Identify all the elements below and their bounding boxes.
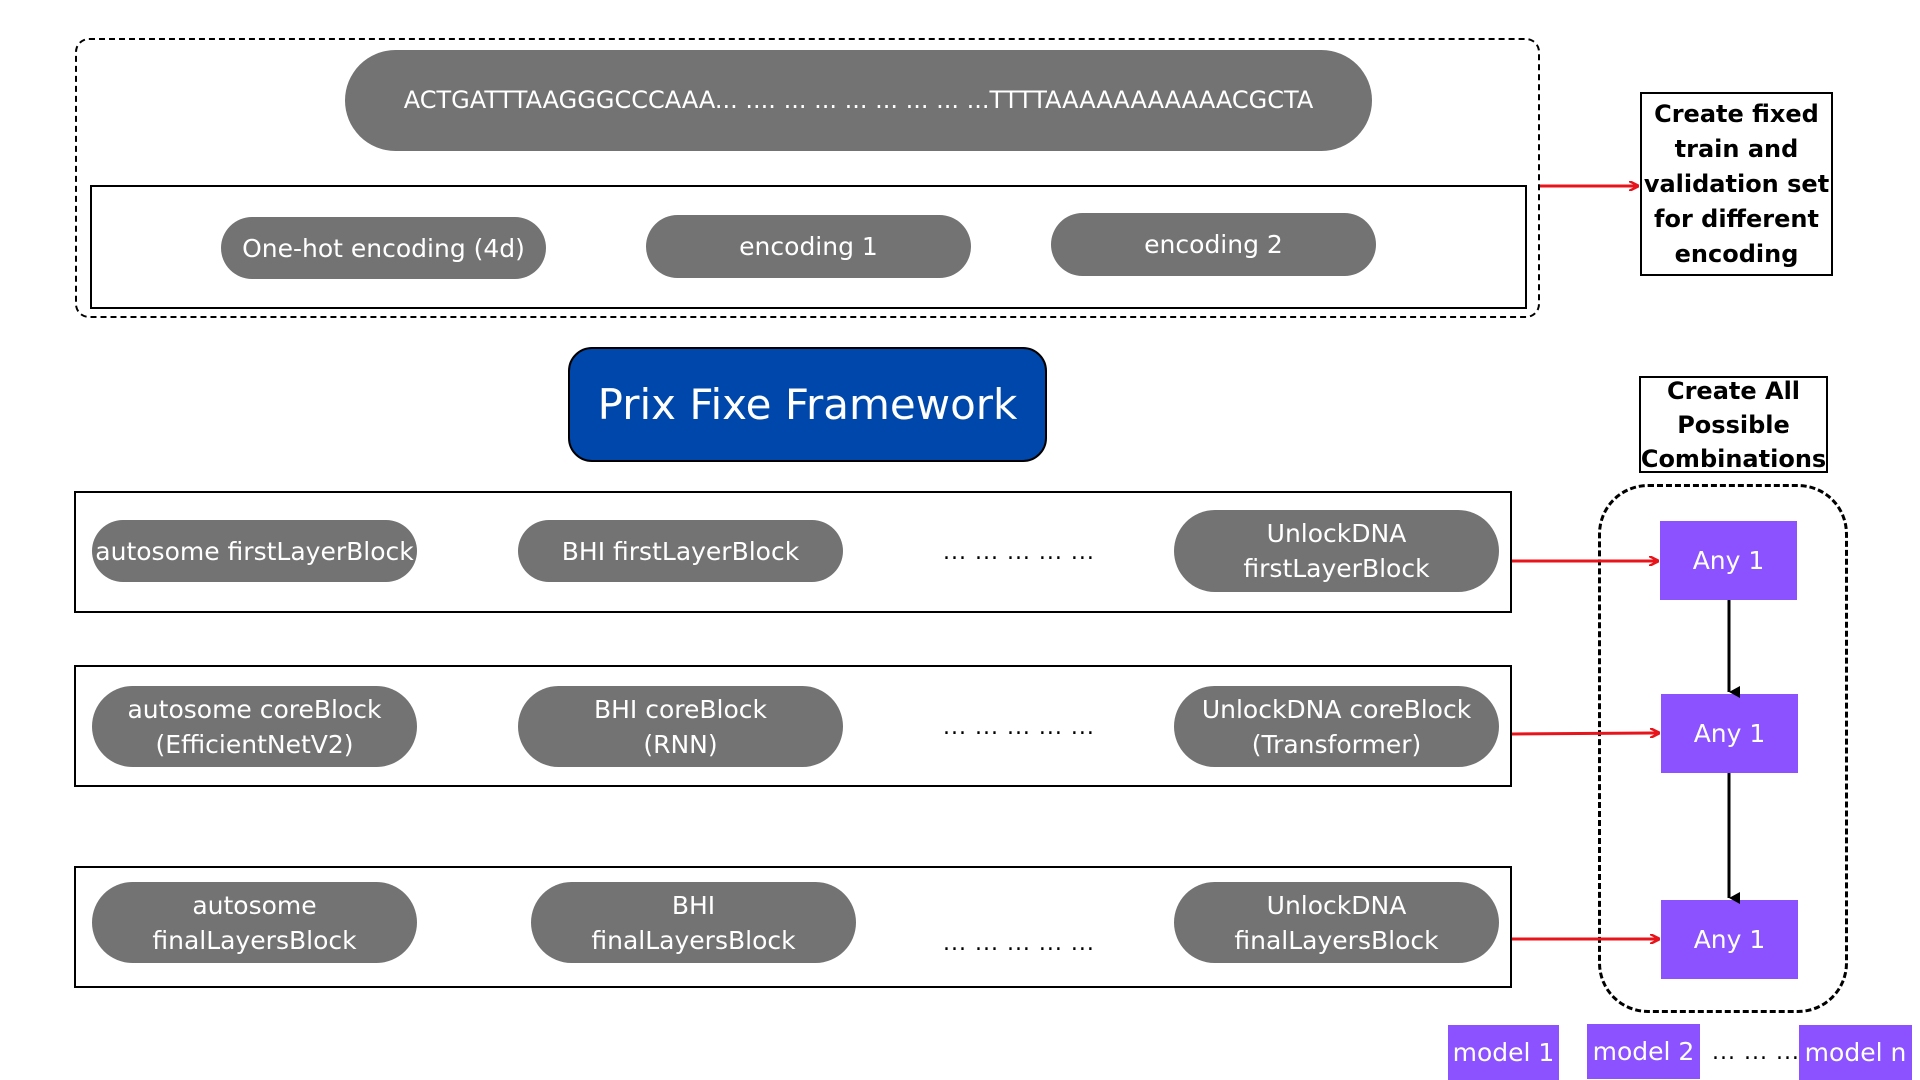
any-final-layers: Any 1 [1661,900,1798,979]
bhi-final-layers-block: BHI finalLayersBlock [531,882,856,963]
core-block-ellipsis: ... ... ... ... ... [943,715,1095,740]
encoding-one-hot: One-hot encoding (4d) [221,217,546,279]
framework-title: Prix Fixe Framework [568,347,1047,462]
models-ellipsis: ... ... ... [1712,1040,1800,1065]
note-fixed-train-validation: Create fixed train and validation set fo… [1640,92,1833,276]
first-layer-ellipsis: ... ... ... ... ... [943,540,1095,565]
combination-group [1598,484,1848,1013]
autosome-core-block: autosome coreBlock (EfficientNetV2) [92,686,417,767]
encoding-box [90,185,1527,309]
encoding-2: encoding 2 [1051,213,1376,276]
note-all-combinations: Create All Possible Combinations [1639,376,1828,473]
bhi-core-block: BHI coreBlock (RNN) [518,686,843,767]
unlockdna-core-block: UnlockDNA coreBlock (Transformer) [1174,686,1499,767]
encoding-1: encoding 1 [646,215,971,278]
any-first-layer: Any 1 [1660,521,1797,600]
arrow-core-block [1511,733,1659,734]
core-block-row [74,665,1512,787]
model-n: model n [1799,1025,1912,1080]
final-layers-row [74,866,1512,988]
model-1: model 1 [1448,1025,1559,1080]
any-core-block: Any 1 [1661,694,1798,773]
sequence-pill: ACTGATTTAAGGGCCCAAA... .... ... ... ... … [345,50,1372,151]
bhi-first-layer-block: BHI firstLayerBlock [518,520,843,582]
first-layer-row [74,491,1512,613]
model-2: model 2 [1587,1024,1700,1079]
autosome-final-layers-block: autosome finalLayersBlock [92,882,417,963]
unlockdna-first-layer-block: UnlockDNA firstLayerBlock [1174,510,1499,592]
autosome-first-layer-block: autosome firstLayerBlock [92,520,417,582]
final-layers-ellipsis: ... ... ... ... ... [943,931,1095,956]
encoding-group [75,38,1540,318]
unlockdna-final-layers-block: UnlockDNA finalLayersBlock [1174,882,1499,963]
